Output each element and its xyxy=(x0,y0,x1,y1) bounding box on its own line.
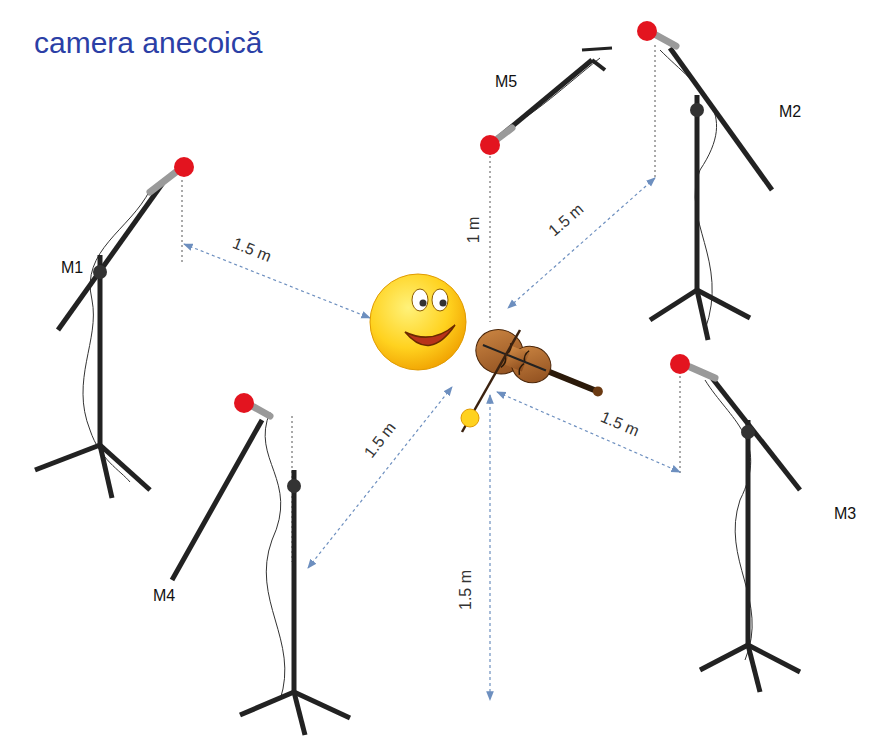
microphone-stand xyxy=(35,157,194,498)
microphone-label: M2 xyxy=(779,103,801,121)
plumb-lines xyxy=(182,45,680,562)
smiley-player xyxy=(370,274,466,370)
distance-arrows xyxy=(184,178,680,700)
overhead-microphone xyxy=(480,48,612,155)
distance-label: 1.5 m xyxy=(596,407,643,440)
distance-label: 1 m xyxy=(465,215,483,246)
microphone-label: M1 xyxy=(61,259,83,277)
microphone-stand xyxy=(670,354,800,692)
microphone-label: M3 xyxy=(834,505,856,523)
distance-label: 1.5 m xyxy=(457,568,475,612)
microphone-label: M5 xyxy=(495,73,517,91)
microphone-label: M4 xyxy=(153,587,175,605)
distance-label: 1.5 m xyxy=(360,417,401,463)
page-title: camera anecoică xyxy=(34,26,262,59)
microphone-stand xyxy=(172,393,350,735)
bow xyxy=(461,330,520,432)
microphone-stand xyxy=(637,21,772,340)
violin xyxy=(469,322,611,413)
distance-label: 1.5 m xyxy=(544,199,589,241)
distance-label: 1.5 m xyxy=(228,234,275,267)
